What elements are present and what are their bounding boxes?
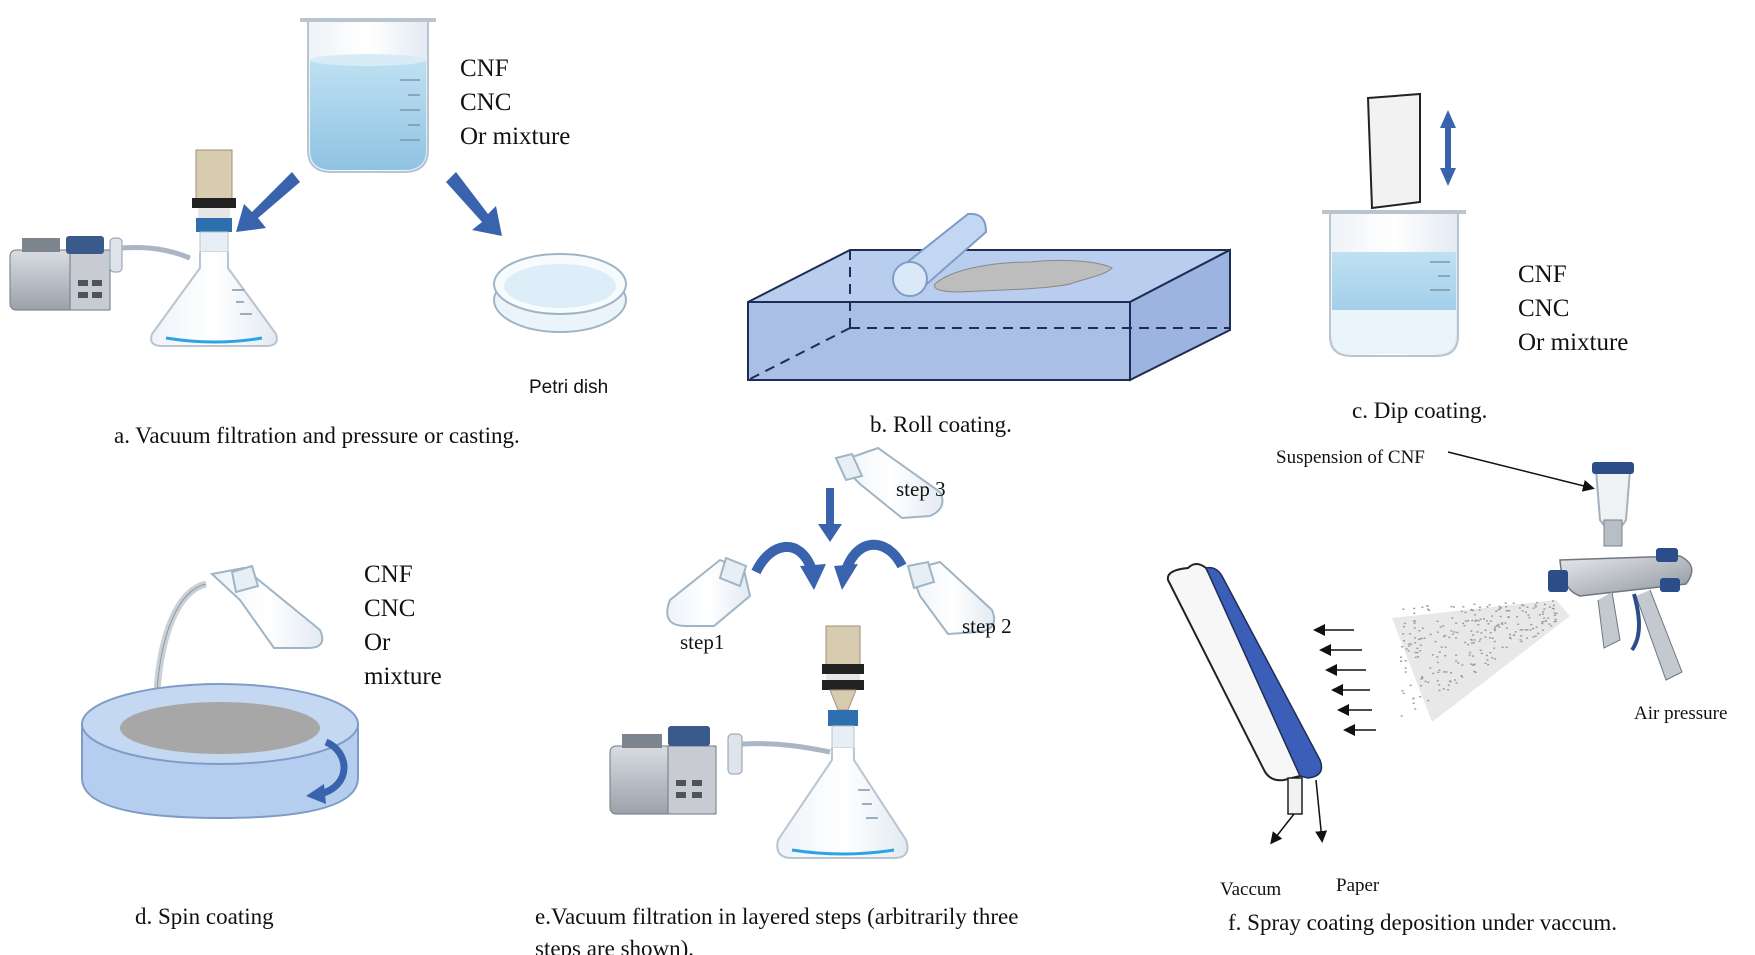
step3-label: step 3	[896, 477, 946, 501]
vacuum-plate-icon	[1166, 563, 1323, 815]
suspension-label: Suspension of CNF	[1276, 447, 1425, 468]
step2-label: step 2	[962, 614, 1012, 638]
petri-dish-label: Petri dish	[529, 377, 609, 398]
step3-flask-icon	[834, 446, 944, 520]
dip-beaker-icon	[1322, 210, 1466, 357]
petri-dish-icon	[493, 253, 627, 333]
step1-label: step1	[680, 630, 725, 654]
panel-c-illustration	[1322, 92, 1466, 357]
vacuum-leader-line	[1270, 813, 1295, 845]
air-pressure-label: Air pressure	[1634, 703, 1728, 724]
vacuum-pump-icon	[9, 236, 191, 311]
arrow-to-filtration-icon	[236, 172, 300, 232]
panel-e-illustration	[609, 446, 996, 859]
filtration-flask-icon	[776, 625, 909, 859]
spray-gun-icon	[1548, 462, 1693, 681]
panel-d-illustration	[81, 564, 359, 820]
panel-e-caption-line2: steps are shown).	[535, 936, 695, 955]
roller-icon	[892, 212, 988, 297]
step2-flask-icon	[906, 560, 996, 636]
paper-leader-line	[1315, 779, 1328, 843]
pouring-flask-icon	[152, 564, 324, 713]
panel-c-caption: c. Dip coating.	[1352, 398, 1488, 423]
panel-c-material-list: CNF CNC Or mixture	[1518, 258, 1628, 360]
panel-e-caption-line1: e.Vacuum filtration in layered steps (ar…	[535, 904, 1019, 929]
vacuum-pump-icon	[609, 726, 831, 815]
spin-disc-icon	[81, 683, 359, 820]
beaker-icon	[300, 18, 436, 173]
paper-label: Paper	[1336, 875, 1380, 896]
step1-flask-icon	[666, 556, 752, 627]
spray-mist-icon	[1392, 600, 1570, 722]
panel-b-caption: b. Roll coating.	[870, 412, 1012, 437]
rotation-arrow-icon	[318, 738, 348, 798]
material-cnc: CNC	[364, 595, 416, 622]
material-cnf: CNF	[1518, 261, 1567, 288]
material-mixture: Or mixture	[1518, 329, 1629, 356]
material-or: Or	[364, 629, 391, 656]
curved-arrow-left-icon	[751, 542, 817, 575]
down-arrow-icon	[818, 488, 842, 542]
suspension-leader-line	[1447, 451, 1595, 492]
filtration-flask-icon	[150, 149, 278, 347]
material-mixture: Or mixture	[460, 123, 571, 150]
vacuum-label: Vaccum	[1220, 879, 1282, 900]
up-down-arrow-icon	[1440, 110, 1456, 186]
material-cnc: CNC	[460, 89, 512, 116]
material-cnf: CNF	[364, 561, 413, 588]
material-cnf: CNF	[460, 55, 509, 82]
material-cnc: CNC	[1518, 295, 1570, 322]
panel-f-caption: f. Spray coating deposition under vaccum…	[1228, 910, 1617, 935]
panel-d-material-list: CNF CNC Or mixture	[364, 558, 442, 694]
material-mixture: mixture	[364, 663, 442, 690]
panel-a-caption: a. Vacuum filtration and pressure or cas…	[114, 423, 520, 448]
panel-a-illustration	[9, 18, 627, 347]
substrate-slide-icon	[1366, 92, 1421, 210]
panel-d-caption: d. Spin coating	[135, 904, 274, 929]
panel-f-illustration	[1166, 451, 1693, 845]
coating-film-icon	[934, 259, 1113, 293]
panel-b-illustration	[747, 212, 1231, 382]
airflow-arrows-icon	[1313, 624, 1376, 736]
arrow-to-petri-icon	[446, 172, 502, 236]
curved-arrow-right-icon	[841, 539, 907, 572]
panel-a-material-list: CNF CNC Or mixture	[460, 52, 570, 154]
